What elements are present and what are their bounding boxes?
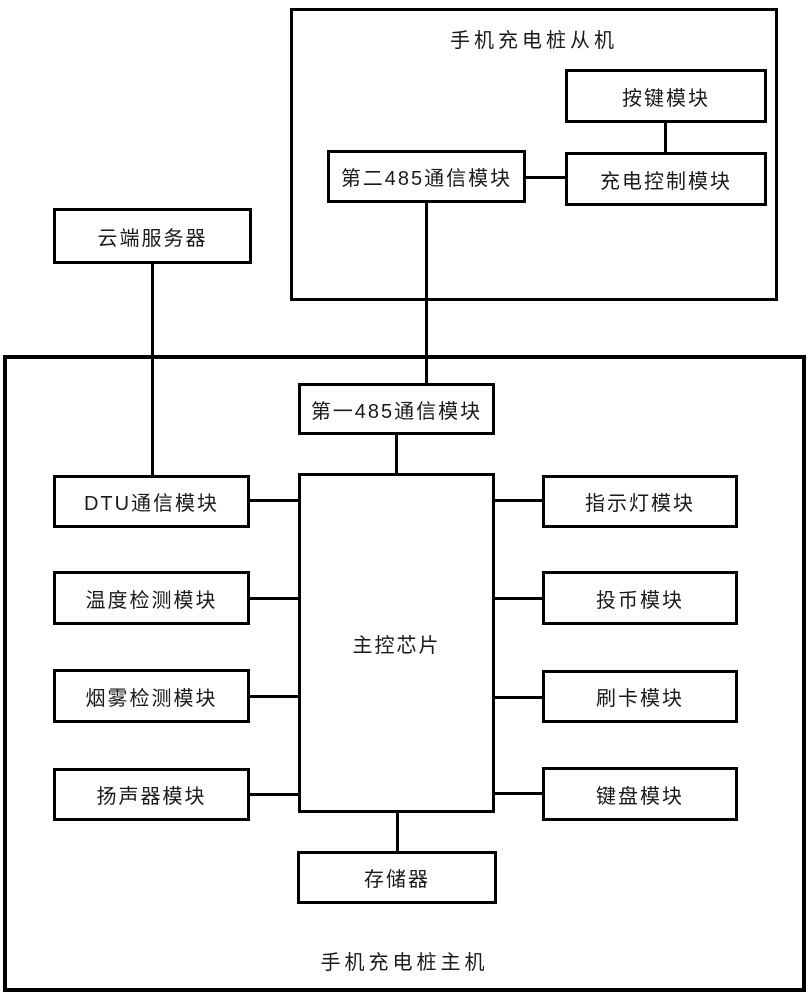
connector-first485-to-mainchip bbox=[395, 435, 398, 473]
node-second-485-comm-module: 第二485通信模块 bbox=[327, 150, 526, 203]
connector-mainchip-to-keyboard bbox=[493, 792, 542, 795]
slave-unit-group-box bbox=[290, 8, 778, 301]
slave-unit-title: 手机充电桩从机 bbox=[450, 30, 618, 52]
node-cloud-server: 云端服务器 bbox=[53, 208, 252, 264]
node-main-control-chip: 主控芯片 bbox=[298, 473, 495, 813]
node-coin-module: 投币模块 bbox=[542, 571, 738, 625]
connector-speaker-to-mainchip bbox=[250, 793, 298, 796]
node-memory: 存储器 bbox=[297, 851, 497, 904]
node-smoke-detect-module: 烟雾检测模块 bbox=[53, 669, 250, 723]
connector-mainchip-to-memory bbox=[396, 813, 399, 851]
connector-smoke-to-mainchip bbox=[250, 695, 298, 698]
master-unit-title: 手机充电桩主机 bbox=[320, 952, 489, 974]
node-charge-control-module: 充电控制模块 bbox=[565, 152, 767, 206]
node-card-swipe-module: 刷卡模块 bbox=[542, 670, 738, 723]
connector-second485-to-first485 bbox=[425, 203, 428, 383]
node-first-485-comm-module: 第一485通信模块 bbox=[298, 383, 495, 435]
connector-keymodule-to-chargecontrol bbox=[664, 123, 667, 152]
connector-temperature-to-mainchip bbox=[250, 597, 298, 600]
connector-mainchip-to-card bbox=[493, 696, 542, 699]
master-unit-group-box bbox=[3, 355, 806, 992]
connector-dtu-to-mainchip bbox=[250, 499, 298, 502]
node-indicator-light-module: 指示灯模块 bbox=[542, 475, 738, 528]
connector-mainchip-to-indicator bbox=[493, 499, 542, 502]
node-dtu-comm-module: DTU通信模块 bbox=[53, 475, 250, 528]
node-speaker-module: 扬声器模块 bbox=[53, 768, 250, 821]
connector-cloudserver-to-dtu bbox=[151, 264, 154, 475]
connector-second485-to-chargecontrol bbox=[526, 176, 565, 179]
connector-mainchip-to-coin bbox=[493, 597, 542, 600]
node-key-module: 按键模块 bbox=[565, 69, 767, 123]
node-temperature-detect-module: 温度检测模块 bbox=[53, 571, 250, 625]
node-keyboard-module: 键盘模块 bbox=[542, 767, 738, 821]
